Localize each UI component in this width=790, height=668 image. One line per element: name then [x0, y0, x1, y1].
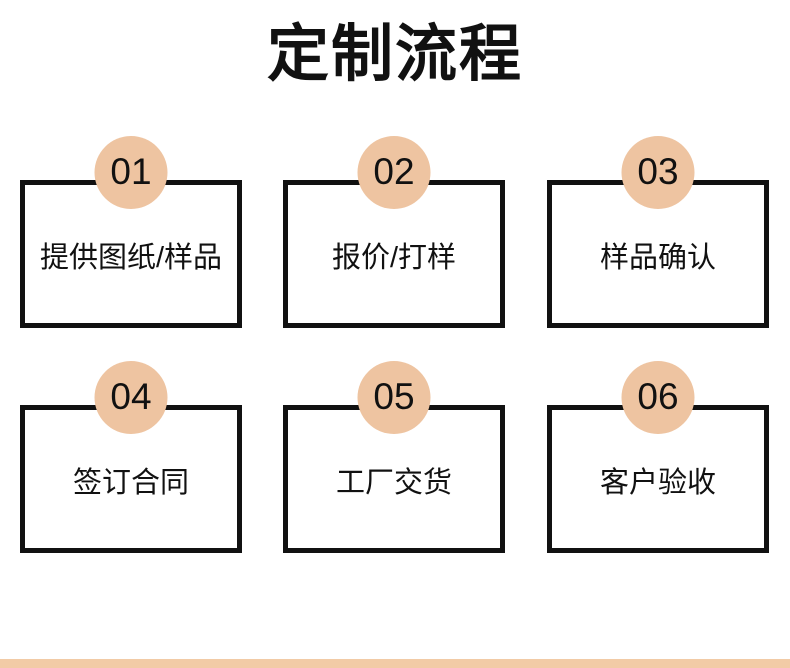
step-number-badge-04: 04 — [94, 361, 168, 434]
step-label-02: 报价/打样 — [331, 242, 457, 274]
page-title: 定制流程 — [266, 20, 523, 89]
steps-grid: 01 提供图纸/样品 02 报价/打样 03 样品确认 04 签订合同 05 工… — [20, 136, 769, 553]
step-number-badge-03: 03 — [621, 136, 695, 209]
step-card-06[interactable]: 06 客户验收 — [547, 361, 769, 553]
step-label-05: 工厂交货 — [335, 467, 452, 499]
step-card-01[interactable]: 01 提供图纸/样品 — [20, 136, 242, 328]
step-number-badge-05: 05 — [357, 361, 431, 434]
step-number-badge-02: 02 — [357, 136, 431, 209]
step-card-05[interactable]: 05 工厂交货 — [283, 361, 505, 553]
step-number-badge-06: 06 — [621, 361, 695, 434]
step-label-03: 样品确认 — [599, 242, 716, 274]
step-card-04[interactable]: 04 签订合同 — [20, 361, 242, 553]
bottom-accent-bar — [0, 659, 790, 668]
step-number-badge-01: 01 — [94, 136, 168, 209]
step-card-03[interactable]: 03 样品确认 — [547, 136, 769, 328]
step-label-06: 客户验收 — [599, 467, 716, 499]
step-label-04: 签订合同 — [72, 467, 189, 499]
step-label-01: 提供图纸/样品 — [39, 242, 223, 274]
step-card-02[interactable]: 02 报价/打样 — [283, 136, 505, 328]
